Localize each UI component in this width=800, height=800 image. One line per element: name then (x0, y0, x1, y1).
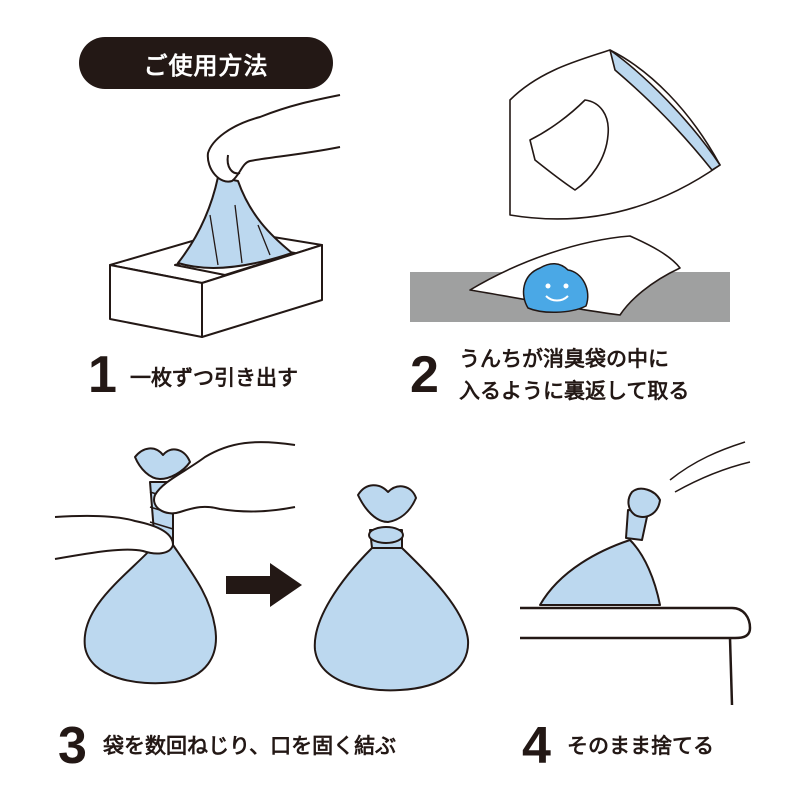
step-3-number: 3 (58, 717, 87, 775)
hand-pulling-bag-icon (177, 94, 341, 269)
arrow-right-icon (226, 563, 302, 607)
hands-icon (54, 441, 296, 560)
gloved-hand-bag-icon (469, 49, 721, 316)
step-3-text: 袋を数回ねじり、口を固く結ぶ (103, 734, 397, 758)
step-1-text: 一枚ずつ引き出す (130, 366, 298, 390)
smiling-poop-icon (522, 263, 589, 313)
tied-bag-icon (313, 484, 470, 692)
step-2-number: 2 (410, 346, 439, 404)
step1-illustration (109, 94, 341, 338)
step3-tied-illustration (313, 484, 470, 692)
step-2-text-line2: 入るように裏返して取る (459, 379, 690, 403)
step-4-text: そのまま捨てる (567, 734, 714, 758)
step-1-number: 1 (88, 346, 117, 404)
trash-bin-icon (520, 606, 752, 706)
step4-illustration (520, 441, 752, 706)
thrown-bag-icon (539, 441, 751, 606)
step-4-number: 4 (522, 717, 551, 775)
page-title: ご使用方法 (79, 37, 333, 89)
step2-illustration (410, 49, 730, 322)
step3-twist-illustration (54, 441, 296, 685)
step-2-text-line1: うんちが消臭袋の中に (459, 347, 669, 371)
